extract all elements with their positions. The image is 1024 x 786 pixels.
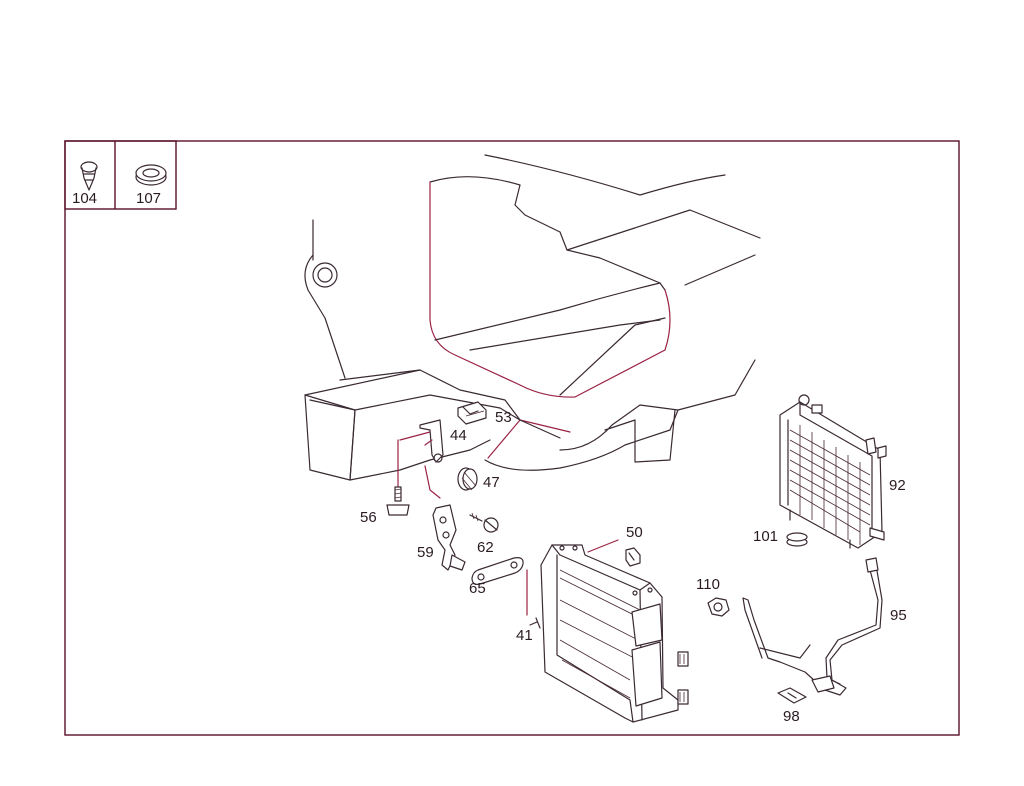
callout-44: 44 [450,427,467,444]
part-50-clip [625,547,641,567]
leader-50 [587,539,619,553]
callout-59: 59 [417,544,434,561]
callout-41: 41 [516,627,533,644]
callout-101: 101 [753,528,778,545]
callout-98: 98 [783,708,800,725]
diagram-frame [64,140,960,736]
part-101-grommet [786,532,808,547]
part-41-oil-cooler [540,544,689,723]
part-98-clip [777,687,807,704]
part-62-screw [469,512,499,533]
part-47-rubber-mount [457,467,478,491]
part-95-pipe [742,557,883,696]
callout-65: 65 [469,580,486,597]
clip-fastener-icon [80,161,98,191]
callout-62: 62 [477,539,494,556]
part-53-clip [457,401,487,425]
legend-box: 104 107 [64,140,177,210]
callout-53: 53 [495,409,512,426]
legend-number-104: 104 [72,190,97,207]
callout-50: 50 [626,524,643,541]
callout-47: 47 [483,474,500,491]
part-44-bracket [419,419,444,463]
part-92-radiator [779,394,887,549]
callout-92: 92 [889,477,906,494]
part-56-bolt [386,439,410,516]
part-110-nut [707,597,730,617]
grommet-icon [135,164,167,186]
legend-number-107: 107 [136,190,161,207]
callout-95: 95 [890,607,907,624]
part-59-bracket [424,465,466,571]
part-65-link [471,557,524,585]
part-41-pin [526,569,541,629]
vehicle-body-outline [304,154,761,481]
callout-110: 110 [696,576,720,593]
callout-56: 56 [360,509,377,526]
